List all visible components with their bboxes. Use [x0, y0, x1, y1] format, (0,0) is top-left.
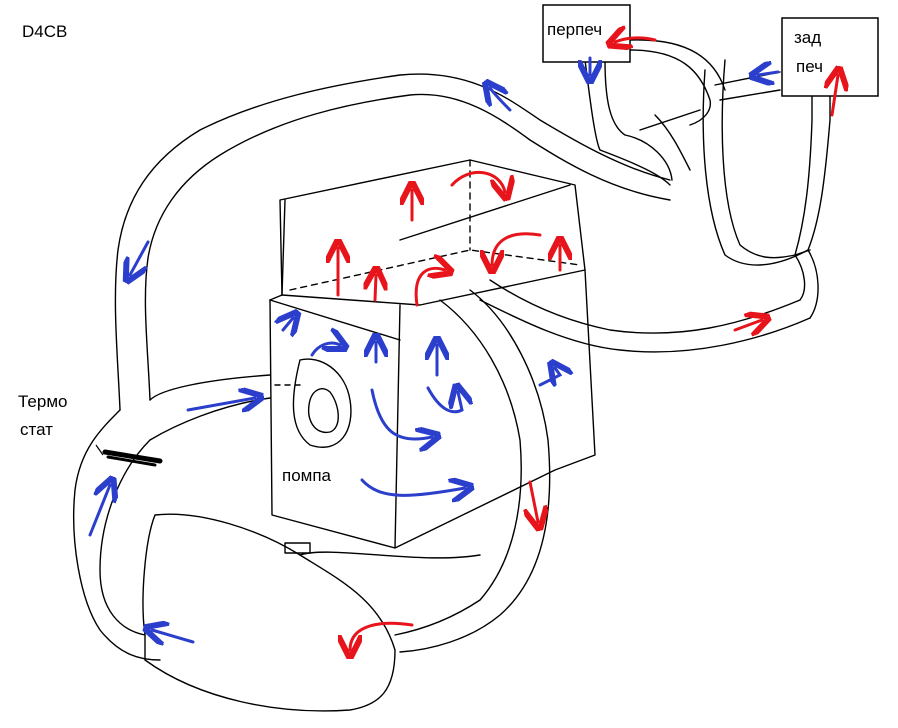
cold-arrow-5: [490, 88, 512, 112]
cold-arrow-3: [152, 630, 195, 642]
rear-heater-label-line1: зад: [794, 28, 822, 47]
thermostat-symbol: [95, 444, 163, 467]
hot-arrow-11: [832, 75, 838, 117]
thermostat-label-line1: Термо: [18, 392, 68, 411]
cold-arrow-4: [130, 240, 150, 275]
cold-arrow-15: [360, 480, 465, 495]
hot-arrow-5: [414, 268, 445, 307]
hot-arrow-2: [450, 170, 505, 192]
cold-arrow-13: [426, 388, 462, 414]
lower-left-loop: [73, 374, 481, 712]
upper-hose-to-heaters: [114, 73, 671, 411]
diagram-title: D4CB: [22, 22, 68, 41]
rear-heater-label-line2: печ: [796, 57, 823, 76]
hot-arrow-9: [350, 621, 414, 650]
front-heater-pipes: [584, 39, 726, 186]
engine-block: [269, 159, 596, 549]
hot-flow-arrows: [338, 38, 838, 650]
hot-arrow-10: [733, 320, 762, 330]
hot-arrow-4: [375, 275, 376, 302]
outlet-hose: [394, 289, 551, 653]
cold-arrow-7: [758, 72, 780, 75]
cold-arrow-14: [538, 368, 560, 385]
cold-arrow-8: [283, 318, 293, 330]
cold-flow-arrows: [88, 56, 780, 642]
pump-label: помпа: [282, 466, 332, 485]
hot-arrow-8: [530, 480, 538, 522]
rear-heater-return-hose: [479, 249, 819, 353]
cold-arrow-12: [370, 388, 432, 439]
cold-arrow-2: [88, 485, 110, 537]
thermostat-label-line2: стат: [20, 420, 53, 439]
front-heater-label: перпеч: [547, 20, 603, 39]
hot-arrow-12: [615, 38, 657, 42]
cold-arrow-9: [310, 343, 340, 357]
hot-arrow-6: [492, 232, 542, 265]
cold-arrow-1: [186, 398, 255, 410]
